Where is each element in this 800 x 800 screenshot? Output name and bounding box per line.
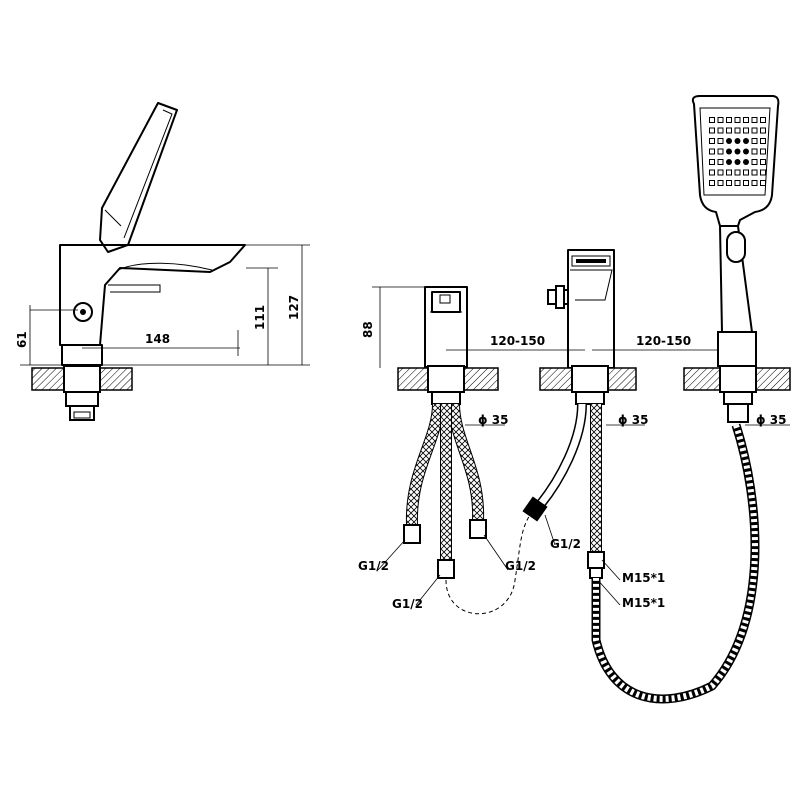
side-view (20, 102, 310, 421)
nozzle (743, 138, 749, 144)
nozzle (709, 180, 715, 186)
nozzle (751, 117, 758, 123)
nozzle (709, 148, 715, 155)
hole-diameter-1: ϕ 35 (478, 413, 508, 427)
nozzle (726, 159, 732, 165)
nozzle (726, 169, 732, 176)
nozzle (734, 180, 741, 186)
nozzle (717, 138, 724, 144)
m15-label-upper: M15*1 (622, 571, 665, 585)
nozzle (760, 138, 766, 144)
nozzle (726, 148, 732, 155)
dim-height-111: 111 (253, 305, 267, 330)
front-mixer (372, 286, 585, 615)
nozzle (734, 169, 741, 176)
spout-diverter-nut (522, 496, 548, 522)
nozzle (709, 159, 715, 165)
nozzle (760, 180, 766, 186)
nozzle (751, 180, 758, 186)
dim-height-88: 88 (361, 321, 375, 338)
side-spout-body (59, 244, 246, 346)
nozzle (717, 127, 724, 134)
dim-spacing-2: 120-150 (636, 334, 691, 348)
nozzle (743, 169, 749, 176)
g-label-center: G1/2 (392, 597, 423, 611)
g-label-right: G1/2 (505, 559, 536, 573)
nozzle (760, 117, 766, 123)
dim-height-127: 127 (287, 295, 301, 320)
nozzle (743, 148, 749, 155)
hole-diameter-2: ϕ 35 (618, 413, 648, 427)
nozzle (760, 169, 766, 176)
hole-diameter-3: ϕ 35 (756, 413, 786, 427)
nozzle (734, 117, 741, 123)
nozzle (709, 138, 715, 144)
nozzle (717, 159, 724, 165)
nozzle (734, 138, 741, 144)
nozzle (726, 117, 732, 123)
nozzle (743, 159, 749, 165)
nozzle (726, 127, 732, 134)
nozzle (717, 148, 724, 155)
nozzle (743, 180, 749, 186)
side-handshower (99, 102, 178, 253)
nozzle (743, 117, 749, 123)
m15-label-lower: M15*1 (622, 596, 665, 610)
nozzle (717, 117, 724, 123)
nozzle (709, 117, 715, 123)
g-label-left: G1/2 (358, 559, 389, 573)
g-label-diverter: G1/2 (550, 537, 581, 551)
dim-height-61: 61 (15, 331, 29, 348)
nozzle-grid (709, 117, 766, 186)
nozzle (751, 169, 758, 176)
nozzle (734, 148, 741, 155)
handshower-head (691, 95, 780, 227)
nozzle (734, 127, 741, 134)
shower-hose (591, 423, 760, 704)
front-handshower (591, 95, 791, 704)
nozzle (743, 127, 749, 134)
nozzle (717, 180, 724, 186)
nozzle (734, 159, 741, 165)
nozzle (751, 138, 758, 144)
nozzle (709, 127, 715, 134)
nozzle (717, 169, 724, 176)
nozzle (726, 138, 732, 144)
nozzle (751, 159, 758, 165)
nozzle (760, 159, 766, 165)
spout-diverter-hose (536, 403, 587, 509)
nozzle (751, 148, 758, 155)
nozzle (760, 127, 766, 134)
nozzle (726, 180, 732, 186)
nozzle (751, 127, 758, 134)
front-spout (522, 249, 730, 606)
dim-spacing-1: 120-150 (490, 334, 545, 348)
nozzle (760, 148, 766, 155)
dim-width-148: 148 (145, 332, 170, 346)
nozzle (709, 169, 715, 176)
